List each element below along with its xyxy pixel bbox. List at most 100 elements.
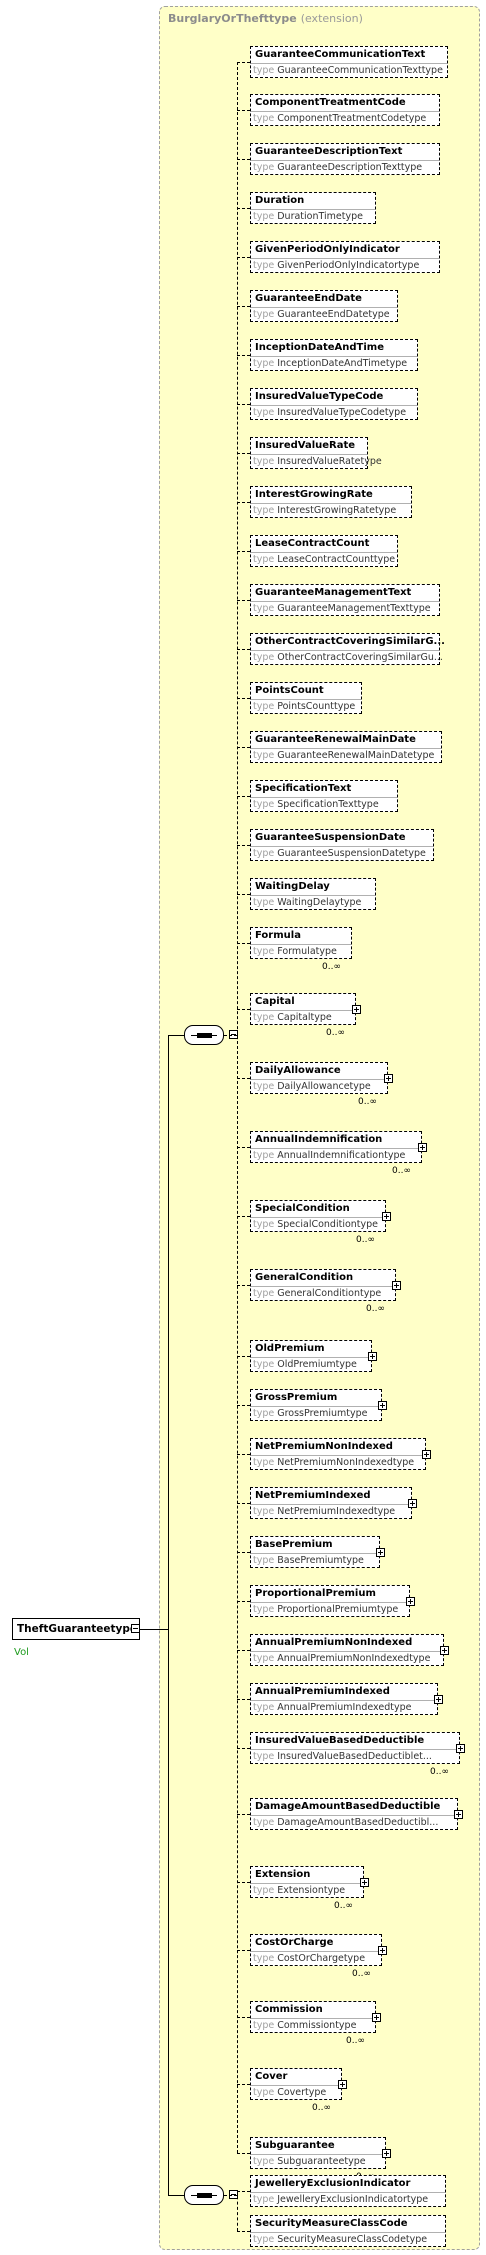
expand-icon[interactable]	[382, 2149, 391, 2158]
expand-icon[interactable]	[378, 1401, 387, 1410]
expand-icon[interactable]	[454, 1810, 463, 1819]
expand-icon[interactable]	[378, 1946, 387, 1955]
type-keyword: type	[253, 1081, 275, 1092]
expand-icon[interactable]	[376, 1548, 385, 1557]
element-name: ProportionalPremium	[251, 1586, 409, 1603]
expand-icon[interactable]	[384, 1074, 393, 1083]
root-collapse-icon[interactable]	[131, 1624, 140, 1633]
sequence-link	[224, 2195, 237, 2196]
root-element[interactable]: TheftGuaranteetype	[12, 1618, 140, 1640]
expand-icon[interactable]	[434, 1695, 443, 1704]
expand-icon[interactable]	[392, 1281, 401, 1290]
expand-icon[interactable]	[360, 1878, 369, 1887]
element-name: BasePremium	[251, 1537, 379, 1554]
connector-line	[237, 306, 250, 307]
root-element-name: TheftGuaranteetype	[17, 1623, 138, 1635]
sequence-compositor-2[interactable]	[184, 2185, 224, 2205]
type-keyword: type	[253, 456, 275, 467]
cardinality-label: 0..∞	[312, 2103, 331, 2113]
connector-line	[237, 1078, 250, 1079]
type-keyword: type	[253, 2020, 275, 2031]
connector-line	[237, 551, 250, 552]
expand-icon[interactable]	[440, 1646, 449, 1655]
element-name: ComponentTreatmentCode	[251, 95, 439, 112]
expand-icon[interactable]	[338, 2080, 347, 2089]
expand-icon[interactable]	[456, 1744, 465, 1753]
cardinality-label: 0..∞	[356, 1235, 375, 1245]
type-keyword: type	[253, 1012, 275, 1023]
type-name: Formulatype	[277, 946, 337, 957]
sequence-compositor-1[interactable]	[184, 1025, 224, 1045]
expand-icon[interactable]	[406, 1597, 415, 1606]
expand-icon[interactable]	[408, 1499, 417, 1508]
expand-icon[interactable]	[422, 1450, 431, 1459]
type-name: InsuredValueTypeCodetype	[277, 407, 407, 418]
connector-line	[237, 747, 250, 748]
type-name: Covertype	[277, 2087, 327, 2098]
expand-icon[interactable]	[418, 1143, 427, 1152]
cardinality-label: 0..∞	[430, 1767, 449, 1777]
expand-icon[interactable]	[372, 2013, 381, 2022]
type-name: Commissiontype	[277, 2020, 357, 2031]
type-name: WaitingDelaytype	[277, 897, 362, 908]
type-name: GivenPeriodOnlyIndicatortype	[277, 260, 420, 271]
sequence-collapse-icon[interactable]	[229, 1030, 238, 1039]
connector-line	[237, 796, 250, 797]
connector-line	[237, 1748, 250, 1749]
expand-icon[interactable]	[352, 1005, 361, 1014]
expand-icon[interactable]	[382, 1212, 391, 1221]
expand-icon[interactable]	[368, 1352, 377, 1361]
connector-line	[237, 1503, 250, 1504]
type-keyword: type	[253, 603, 275, 614]
type-keyword: type	[253, 505, 275, 516]
sequence-collapse-icon[interactable]	[229, 2190, 238, 2199]
connector-line	[237, 1650, 250, 1651]
element-name: GuaranteeSuspensionDate	[251, 830, 433, 847]
